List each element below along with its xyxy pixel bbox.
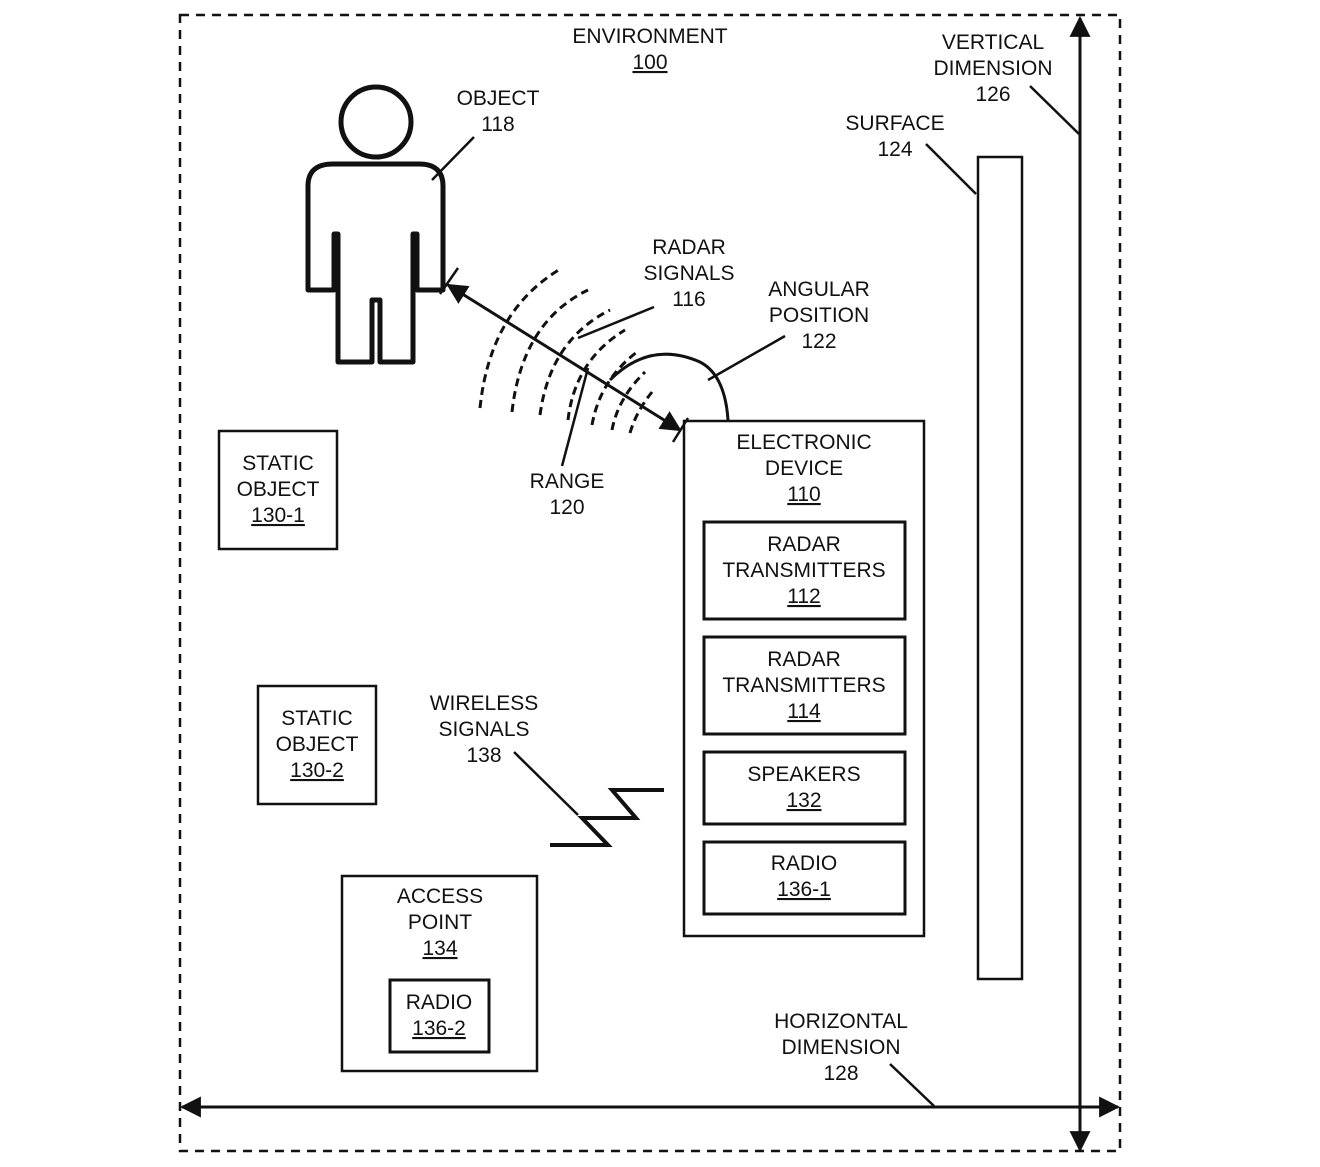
radar-transmitters-112-box [702, 520, 907, 621]
radar-transmitters-114-box [702, 635, 907, 736]
access-point-radio-ref: 136-2 [412, 1017, 466, 1040]
access-point-label-1: ACCESS [397, 885, 483, 908]
radar-signals-label-2: SIGNALS [643, 262, 734, 285]
wireless-signals-leader-line [513, 751, 579, 816]
vertical-dimension-leader-line [1029, 85, 1080, 135]
radar-transmitters-112-ref: 112 [787, 585, 820, 608]
lightning-bolt-icon [550, 788, 664, 847]
angular-position-label-2: POSITION [769, 304, 869, 327]
person-icon [305, 84, 446, 365]
angular-position-arc [608, 352, 730, 421]
surface-ref: 124 [877, 138, 912, 161]
vertical-dimension-label-2: DIMENSION [933, 57, 1052, 80]
static-object-1-ref: 130-1 [251, 504, 305, 527]
static-object-2-label-2: OBJECT [276, 733, 359, 756]
range-arrow [446, 283, 682, 432]
horizontal-dimension-leader-line [889, 1063, 935, 1107]
electronic-device-box [682, 419, 926, 938]
device-radio-label: RADIO [771, 852, 838, 875]
vertical-dimension-label-1: VERTICAL [942, 31, 1044, 54]
radar-transmitters-114-ref: 114 [787, 700, 821, 723]
radar-transmitters-112-label-1: RADAR [767, 533, 841, 556]
access-point-label-2: POINT [408, 911, 472, 934]
object-ref: 118 [481, 113, 514, 136]
angular-position-ref: 122 [801, 330, 836, 353]
horizontal-dimension-label-1: HORIZONTAL [774, 1010, 908, 1033]
angular-position-label-1: ANGULAR [768, 278, 870, 301]
wireless-signals-label-2: SIGNALS [438, 718, 529, 741]
radar-signals-waves [478, 266, 654, 434]
radar-transmitters-112-label-2: TRANSMITTERS [722, 559, 885, 582]
static-object-2-box [256, 684, 378, 806]
vertical-dimension-ref: 126 [975, 83, 1010, 106]
access-point-radio-box [388, 978, 491, 1054]
radar-transmitters-114-label-2: TRANSMITTERS [722, 674, 885, 697]
range-tick-object [438, 267, 460, 295]
device-radio-ref: 136-1 [777, 878, 831, 901]
surface-leader-line [925, 143, 977, 195]
range-label: RANGE [530, 470, 605, 493]
static-object-2-label-1: STATIC [281, 707, 353, 730]
electronic-device-label-1: ELECTRONIC [736, 431, 871, 454]
object-leader-line [431, 136, 475, 181]
speakers-ref: 132 [786, 789, 821, 812]
electronic-device-label-2: DEVICE [765, 457, 843, 480]
speakers-box [702, 750, 907, 826]
static-object-1-label-2: OBJECT [237, 478, 320, 501]
range-leader-line [560, 367, 590, 467]
static-object-1-label-1: STATIC [242, 452, 314, 475]
access-point-ref: 134 [422, 937, 457, 960]
angular-position-leader-line [707, 334, 786, 382]
surface-label: SURFACE [845, 112, 944, 135]
surface-box [976, 155, 1024, 981]
radar-transmitters-114-label-1: RADAR [767, 648, 841, 671]
wireless-signals-label-1: WIRELESS [430, 692, 539, 715]
environment-boundary [178, 13, 1122, 1153]
radar-signals-label-1: RADAR [652, 236, 726, 259]
static-object-2-ref: 130-2 [290, 759, 344, 782]
object-label: OBJECT [457, 87, 540, 110]
static-object-1-box [217, 429, 339, 551]
electronic-device-ref: 110 [787, 483, 820, 506]
horizontal-dimension-label-2: DIMENSION [781, 1036, 900, 1059]
wireless-signals-ref: 138 [466, 744, 501, 767]
access-point-radio-label: RADIO [406, 991, 473, 1014]
access-point-box [340, 874, 539, 1073]
device-radio-box [702, 840, 907, 916]
radar-signals-ref: 116 [672, 288, 705, 311]
speakers-label: SPEAKERS [747, 763, 860, 786]
environment-title: ENVIRONMENT [572, 25, 727, 48]
environment-ref: 100 [632, 51, 667, 74]
horizontal-dimension-ref: 128 [823, 1062, 858, 1085]
range-ref: 120 [549, 496, 584, 519]
